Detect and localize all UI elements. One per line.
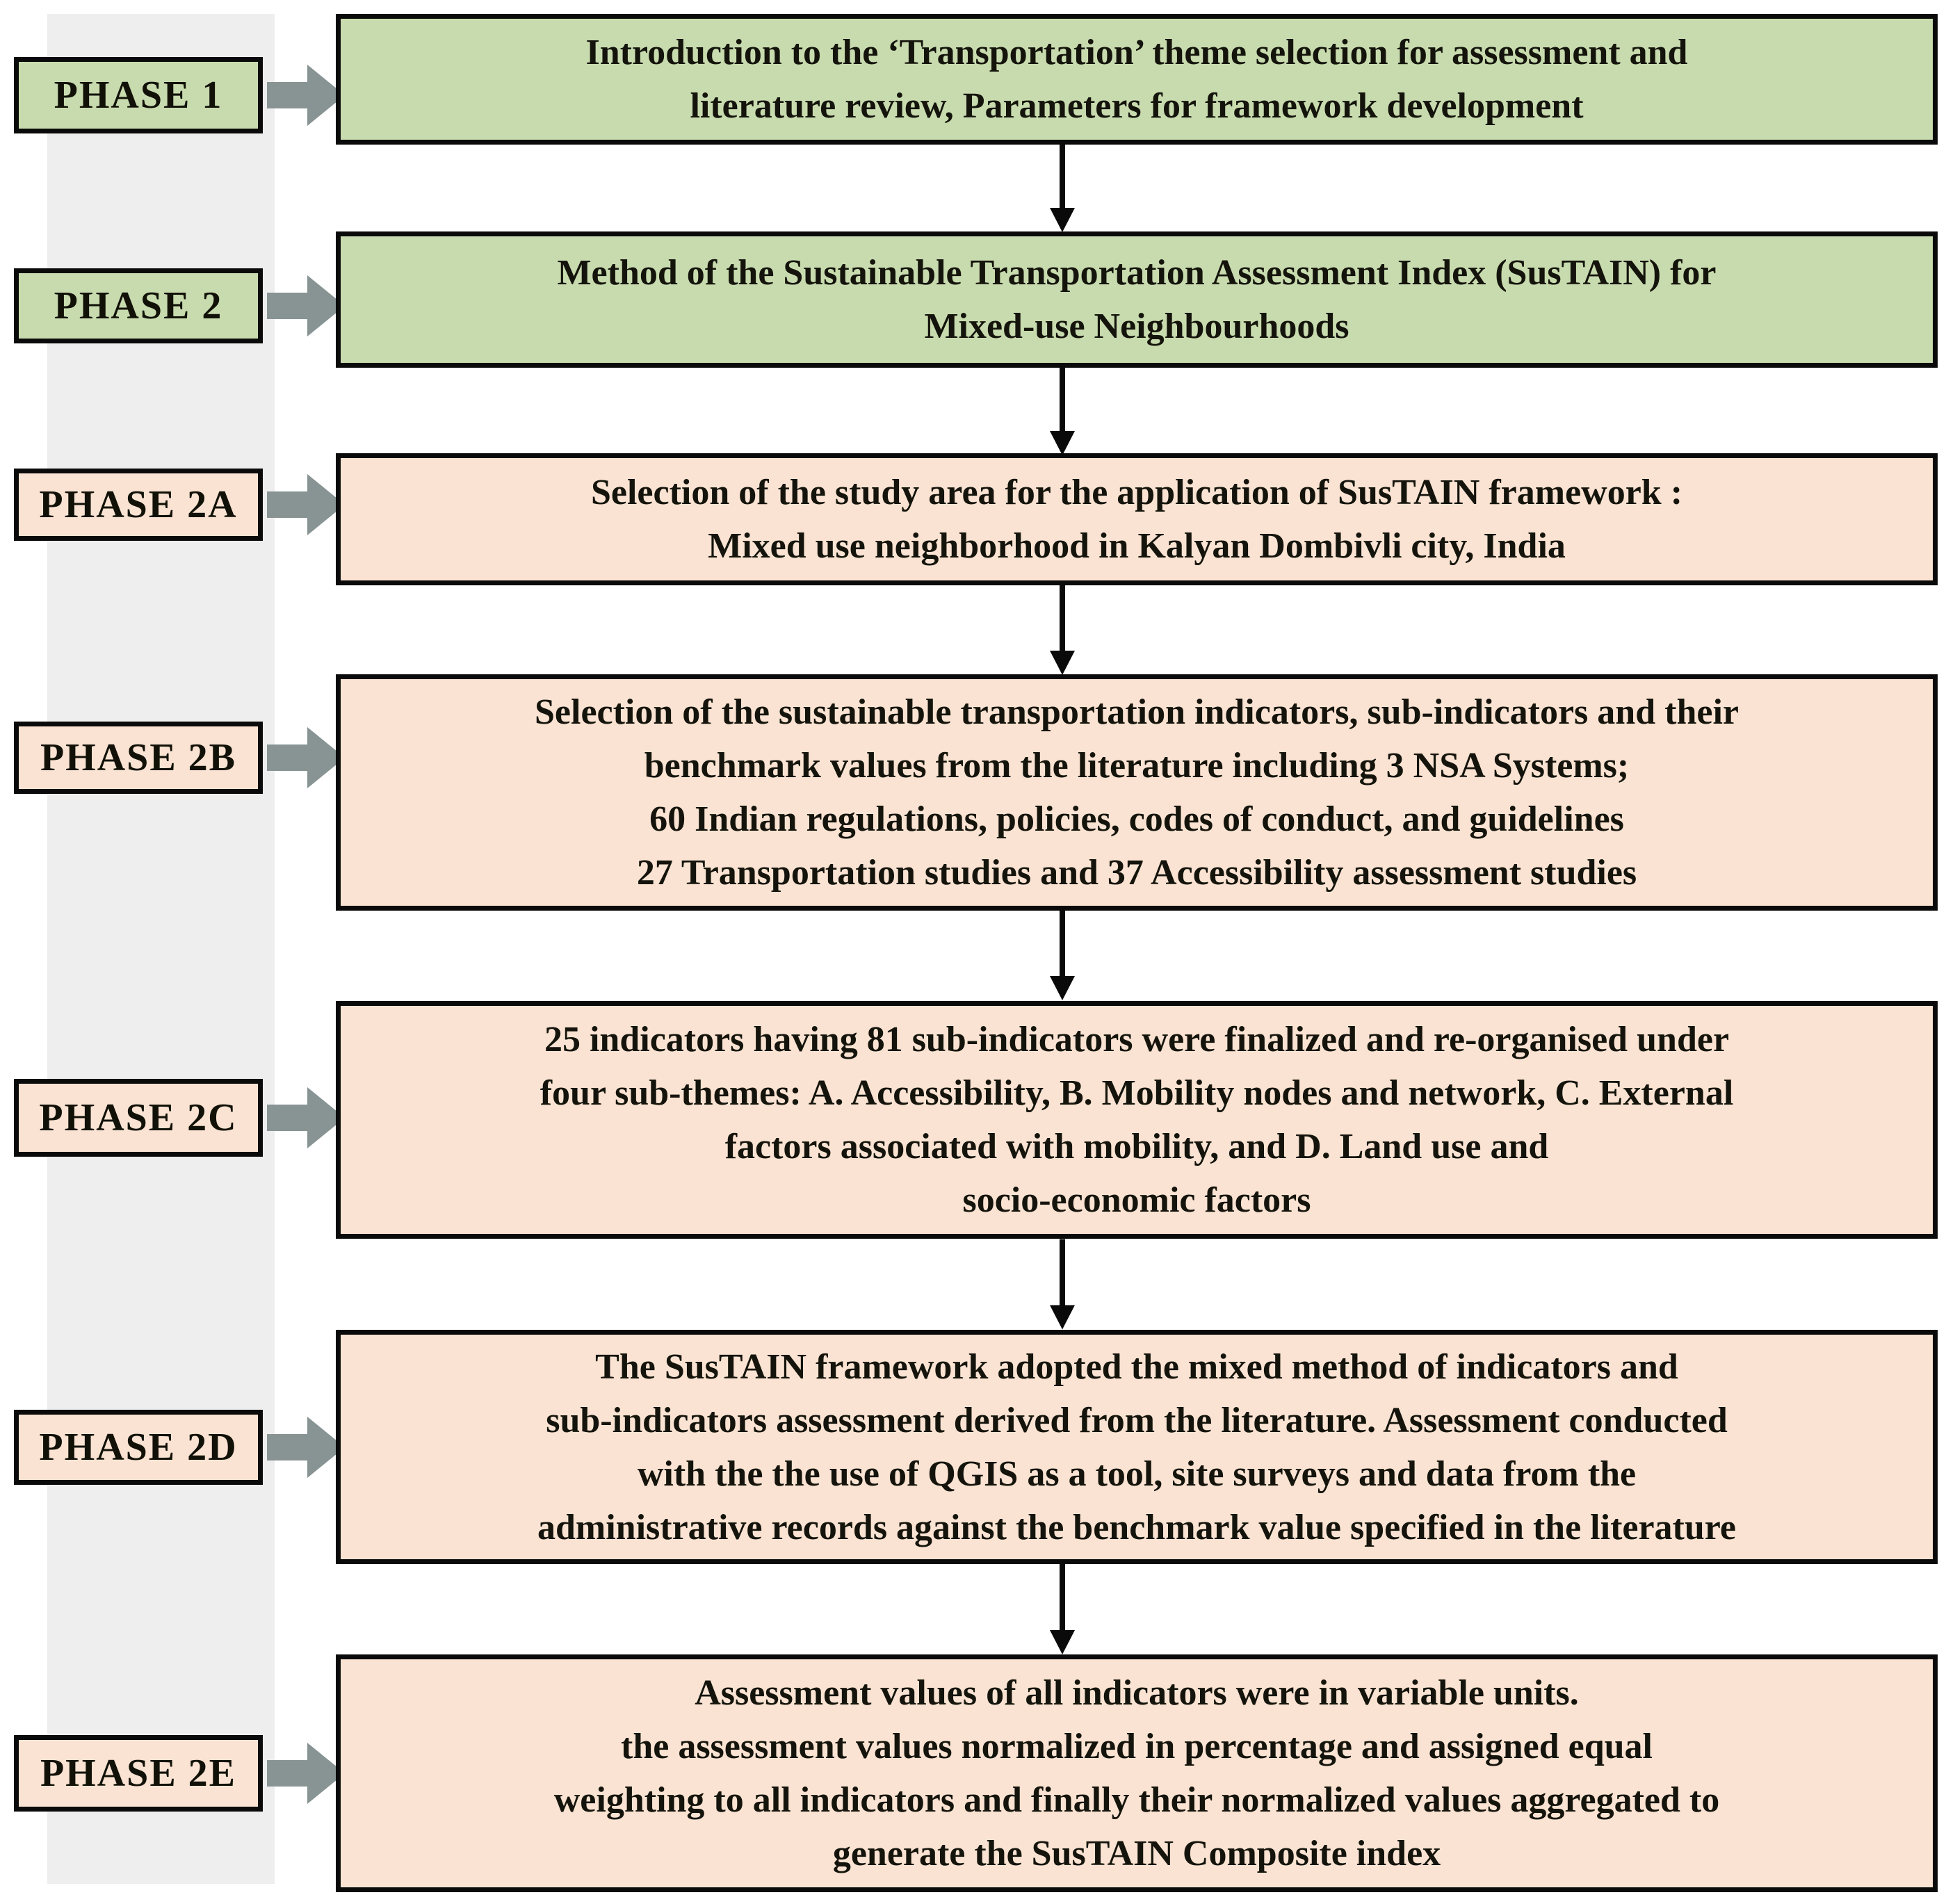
arrow-right-icon bbox=[267, 1417, 345, 1478]
arrow-right-icon bbox=[267, 275, 345, 336]
arrow-down-icon bbox=[1050, 585, 1075, 675]
arrow-right-icon bbox=[267, 1743, 345, 1804]
arrow-right-icon bbox=[267, 727, 345, 788]
arrow-right-icon bbox=[267, 1087, 345, 1148]
phase-box-2: Method of the Sustainable Transportation… bbox=[336, 231, 1938, 368]
phase-box-2a: Selection of the study area for the appl… bbox=[336, 453, 1938, 585]
arrow-down-icon bbox=[1050, 1239, 1075, 1330]
phase-box-2d: The SusTAIN framework adopted the mixed … bbox=[336, 1330, 1938, 1564]
arrow-down-icon bbox=[1050, 910, 1075, 1000]
arrow-down-icon bbox=[1050, 1564, 1075, 1654]
phase-label-1: PHASE 1 bbox=[14, 57, 263, 133]
arrow-down-icon bbox=[1050, 365, 1075, 455]
arrow-right-icon bbox=[267, 474, 345, 535]
phase-box-2b: Selection of the sustainable transportat… bbox=[336, 674, 1938, 911]
phase-box-1: Introduction to the ‘Transportation’ the… bbox=[336, 14, 1938, 145]
phase-label-2c: PHASE 2C bbox=[14, 1079, 263, 1157]
phase-box-2c: 25 indicators having 81 sub-indicators w… bbox=[336, 1001, 1938, 1239]
phase-label-2b: PHASE 2B bbox=[14, 722, 263, 794]
phase-box-2e: Assessment values of all indicators were… bbox=[336, 1654, 1938, 1892]
arrow-down-icon bbox=[1050, 142, 1075, 232]
arrow-right-icon bbox=[267, 65, 345, 126]
phase-label-2e: PHASE 2E bbox=[14, 1735, 263, 1812]
phase-label-2d: PHASE 2D bbox=[14, 1410, 263, 1485]
phase-label-2: PHASE 2 bbox=[14, 268, 263, 343]
phase-label-2a: PHASE 2A bbox=[14, 469, 263, 541]
